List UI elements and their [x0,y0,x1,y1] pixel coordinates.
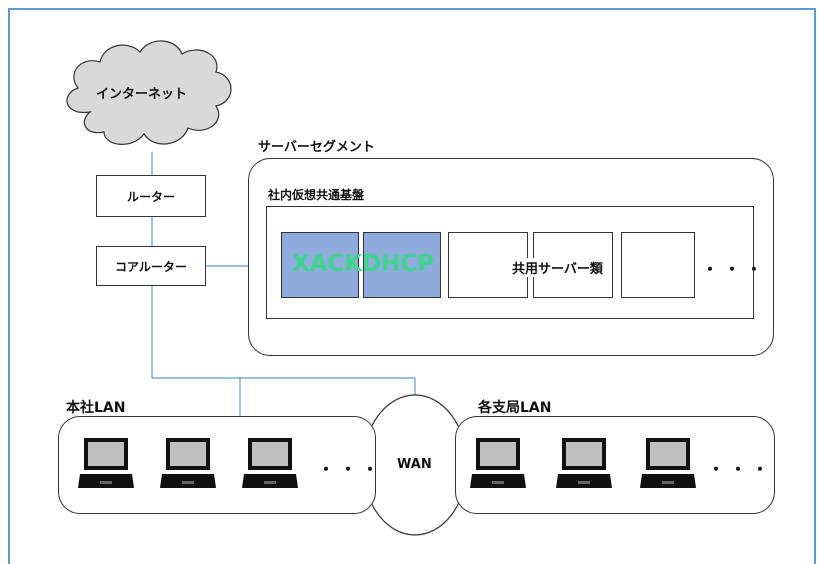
hq-lan-ellipsis: ・・・ [318,460,385,479]
wan-label: WAN [397,457,432,472]
shared-servers-label: 共用サーバー類 [512,258,603,277]
core-router-box: コアルーター [96,246,206,286]
server-segment-title: サーバーセグメント [258,140,375,155]
laptop-icon [78,438,134,488]
internet-cloud [66,40,232,145]
xack-box [281,232,359,298]
internet-label: インターネット [96,87,188,102]
server-ellipsis: ・・・ [702,260,769,279]
laptop-icon [242,438,298,488]
diagram-frame [8,8,816,564]
xack-label: XACK [292,251,363,277]
platform-title: 社内仮想共通基盤 [268,188,365,202]
laptop-icon [640,438,696,488]
branch-lan-title: 各支局LAN [478,400,552,416]
branch-lan-ellipsis: ・・・ [708,460,775,479]
laptop-icon [470,438,526,488]
laptop-icon [556,438,612,488]
laptop-icon [160,438,216,488]
router-box: ルーター [96,175,206,217]
dhcp-label: DHCP [362,251,435,277]
shared-server-box-3 [621,232,695,298]
hq-lan-title: 本社LAN [66,400,126,416]
dhcp-box [363,232,441,298]
